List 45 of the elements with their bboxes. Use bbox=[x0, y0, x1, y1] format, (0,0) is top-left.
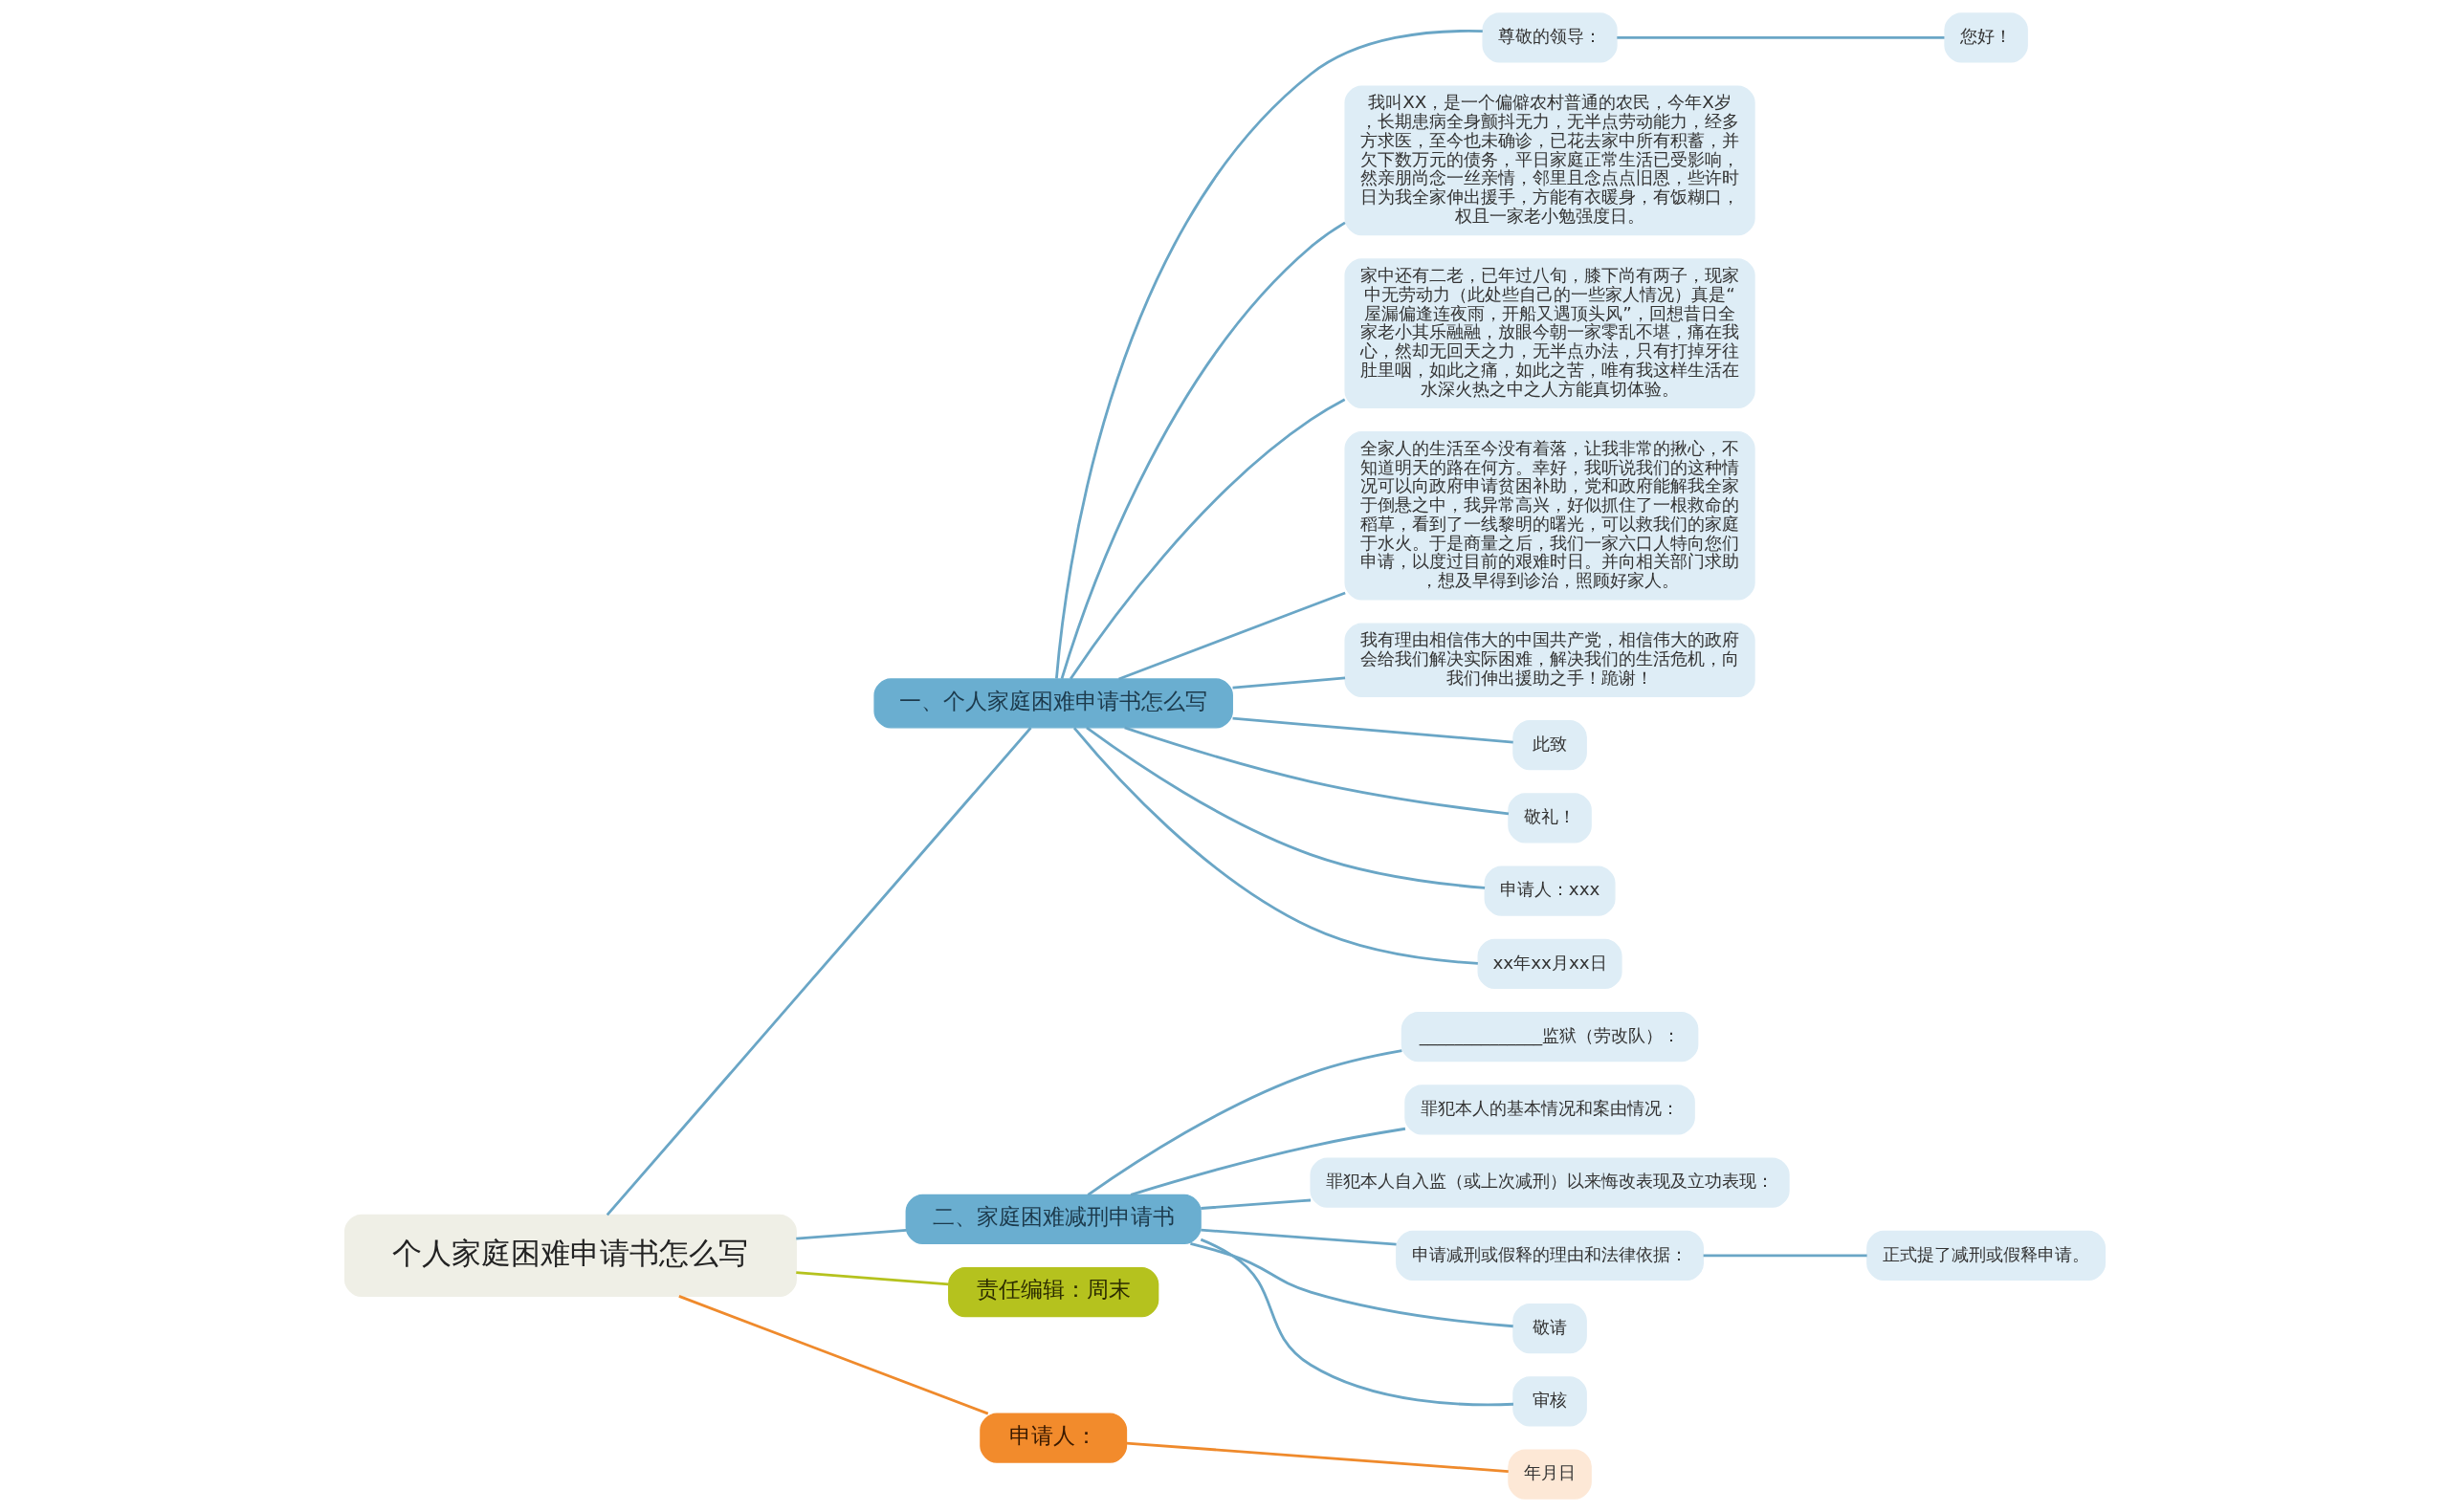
node-box: 罪犯本人的基本情况和案由情况： bbox=[1403, 1085, 1695, 1135]
connector bbox=[1200, 1228, 1397, 1246]
node-box: 二、家庭困难减刑申请书 bbox=[905, 1194, 1202, 1244]
connector bbox=[795, 1271, 949, 1286]
node-box: 个人家庭困难申请书怎么写 bbox=[343, 1214, 797, 1297]
node-box: 罪犯本人自入监（或上次减刑）以来悔改表现及立功表现： bbox=[1309, 1157, 1790, 1208]
node-box: 申请减刑或假释的理由和法律依据： bbox=[1395, 1230, 1704, 1282]
node-box: 申请人：xxx bbox=[1484, 866, 1616, 916]
node-box: 此致 bbox=[1511, 720, 1587, 771]
node-box: 您好！ bbox=[1943, 12, 2028, 63]
connector bbox=[606, 727, 1032, 1216]
node-box: 家中还有二老，已年过八旬，膝下尚有两子，现家中无劳动力（此处些自己的一些家人情况）真是“屋漏偏逢连夜雨，开船又遇顶头风”，回想昔日全家老小其乐融融，放眼今朝一家零乱不堪，痛在我心，然却无回天之力，无半点办法，只有打掉牙往肚里咽，如此之痛，如此之苦，唯有我这样生活在水深火热之中之人方能真切体验。 bbox=[1343, 258, 1755, 408]
node-box: 敬礼！ bbox=[1507, 793, 1592, 844]
node-box: 申请人： bbox=[979, 1413, 1127, 1463]
connector bbox=[1085, 726, 1485, 889]
connector bbox=[1069, 398, 1345, 680]
connector bbox=[677, 1295, 988, 1415]
node-box: 责任编辑：周末 bbox=[947, 1266, 1158, 1318]
connector bbox=[1060, 221, 1346, 679]
node-box: 我有理由相信伟大的中国共产党，相信伟大的政府会给我们解决实际困难，解决我们的生活危机，向我们伸出援助之手！跪谢！ bbox=[1343, 623, 1755, 698]
node-box: xx年xx月xx日 bbox=[1477, 938, 1622, 990]
node-box: 年月日 bbox=[1507, 1449, 1592, 1500]
node-box: 我叫XX，是一个偏僻农村普通的农民，今年X岁，长期患病全身颤抖无力，无半点劳动能力，经多方求医，至今也未确诊，已花去家中所有积蓄，并欠下数万元的债务，平日家庭正常生活已受影响，然亲朋尚念一丝亲情，邻里且念点点旧恩，些许时日为我全家伸出援手，方能有衣暖身，有饭糊口，权且一家老小勉强度日。 bbox=[1343, 85, 1755, 236]
connector bbox=[1189, 1241, 1513, 1328]
connector bbox=[1616, 35, 1944, 39]
node-box: 敬请 bbox=[1511, 1304, 1587, 1354]
connector bbox=[1087, 1049, 1402, 1196]
connector bbox=[1123, 726, 1509, 816]
connector bbox=[1200, 1238, 1513, 1407]
connector bbox=[1126, 1441, 1509, 1473]
node-box: ______________监狱（劳改队）： bbox=[1401, 1012, 1698, 1063]
node-box: 正式提了减刑或假释申请。 bbox=[1865, 1230, 2106, 1282]
connector bbox=[1130, 1127, 1405, 1196]
connector bbox=[1231, 676, 1345, 690]
connector bbox=[1054, 30, 1483, 679]
connector bbox=[1200, 1198, 1311, 1210]
connector bbox=[1117, 591, 1346, 681]
connector bbox=[1072, 727, 1478, 965]
connector bbox=[1231, 716, 1513, 744]
node-box: 一、个人家庭困难申请书怎么写 bbox=[872, 678, 1233, 729]
node-box: 审核 bbox=[1511, 1376, 1587, 1427]
connector bbox=[1703, 1254, 1867, 1258]
connector bbox=[795, 1228, 906, 1240]
node-box: 尊敬的领导： bbox=[1481, 12, 1618, 63]
node-box: 全家人的生活至今没有着落，让我非常的揪心，不知道明天的路在何方。幸好，我听说我们的这种情况可以向政府申请贫困补助，党和政府能解我全家于倒悬之中，我异常高兴，好似抓住了一根救命的稻草，看到了一线黎明的曙光，可以救我们的家庭于水火。于是商量之后，我们一家六口人特向您们申请，以度过目前的艰难时日。并向相关部门求助，想及早得到诊治，照顾好家人。 bbox=[1343, 430, 1755, 601]
